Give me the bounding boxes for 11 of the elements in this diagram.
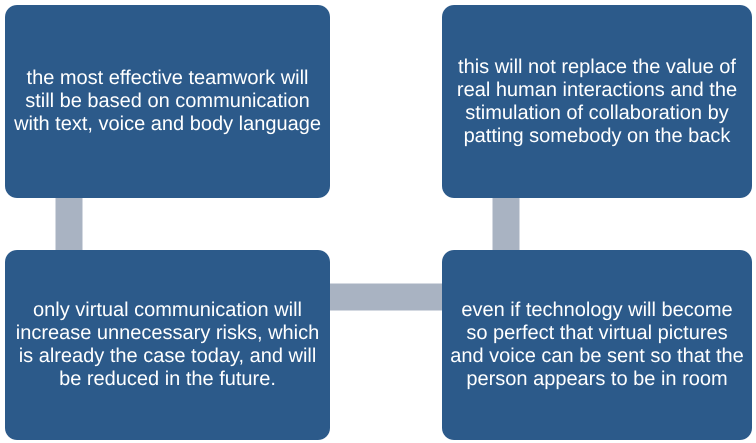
connector-bar [330,284,442,310]
connector-bar [492,198,520,250]
box-text: the most effective teamwork will still be based on communication with text, voice and body language [13,67,322,136]
text-box [442,5,752,198]
connector-bar [56,198,82,250]
text-box [5,250,330,440]
box-text: even if technology will become so perfect that virtual pictures and voice can be sent so that the person appears to be in room [450,299,744,391]
box-text: only virtual communication will increase unnecessary risks, which is already the case today, and will be reduced in the future. [14,299,320,391]
text-box [5,5,330,198]
text-box [442,250,752,440]
box-text: this will not replace the value of real human interactions and the stimulation of collaboration by patting somebody on the back [456,56,738,148]
